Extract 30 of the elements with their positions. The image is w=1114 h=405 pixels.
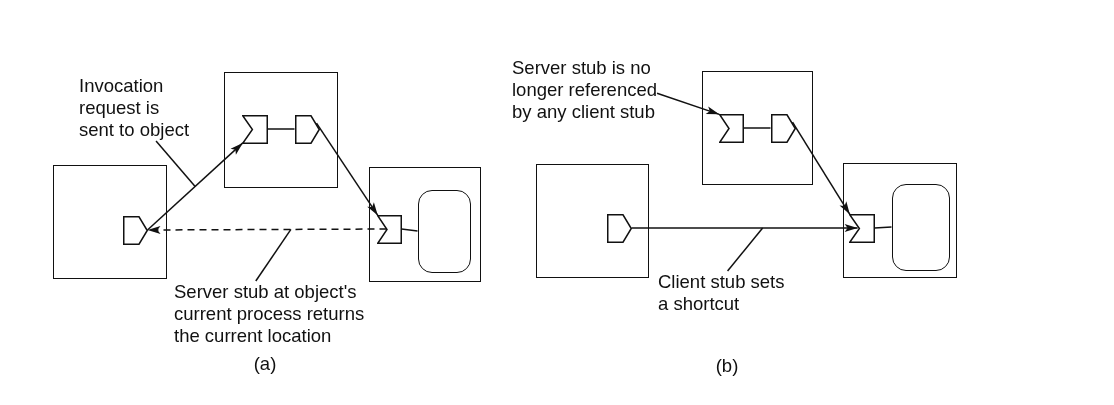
pentagon-shape: [122, 215, 148, 245]
arrow: [791, 121, 851, 216]
panel-label: (b): [715, 355, 739, 377]
arrow: [146, 142, 244, 231]
process-box: [224, 72, 338, 188]
process-box: [702, 71, 813, 185]
leader-line: [726, 227, 764, 272]
arrow: [315, 122, 379, 217]
annotation-text: Client stub sets a shortcut: [658, 271, 785, 315]
connector-line: [742, 127, 772, 129]
annotation-text: Server stub at object's current process returns the current location: [174, 281, 365, 347]
pentagon-shape: [770, 113, 796, 143]
panel-label: (a): [253, 353, 277, 375]
annotation-text: Server stub is no longer referenced by any client stub: [512, 57, 658, 123]
arrow: [630, 224, 859, 232]
pentagon-shape: [294, 114, 320, 144]
leader-line: [255, 228, 292, 282]
connector-line: [873, 226, 893, 229]
annotation-text: Invocation request is sent to object: [79, 75, 190, 141]
dashed-arrow: [146, 225, 388, 234]
process-box: [53, 165, 167, 279]
pentagon-shape: [606, 213, 632, 243]
leader-line: [656, 92, 720, 116]
leader-line: [155, 140, 196, 188]
process-box: [536, 164, 649, 278]
process-box: [843, 163, 957, 278]
process-box: [369, 167, 481, 282]
rounded-rectangle: [891, 183, 950, 271]
connector-line: [266, 128, 296, 130]
connector-line: [400, 228, 419, 232]
